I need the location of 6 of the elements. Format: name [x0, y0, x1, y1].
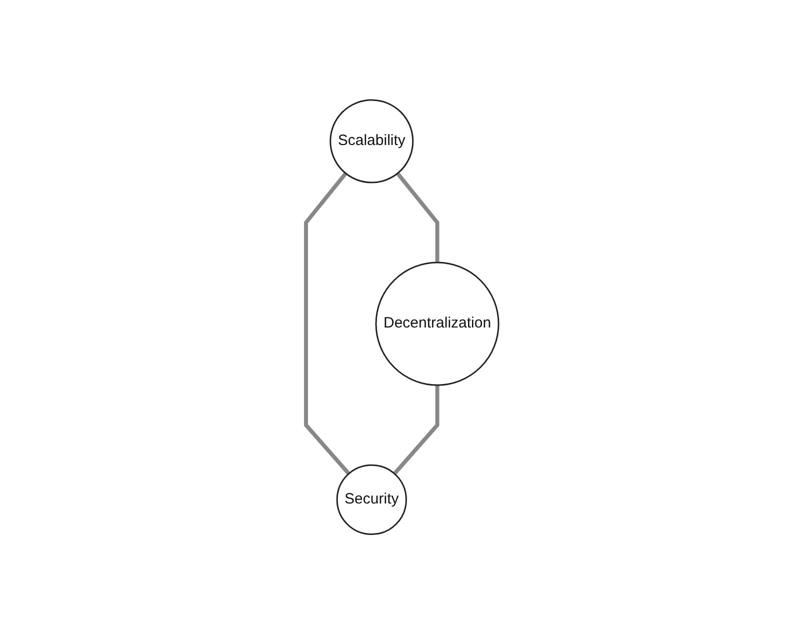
node-circle: Scalability: [329, 99, 414, 184]
node-circle: Security: [336, 464, 407, 535]
connector: [304, 172, 350, 475]
connector: [396, 172, 439, 262]
connector: [392, 384, 439, 475]
node-circle: Decentralization: [374, 262, 500, 386]
